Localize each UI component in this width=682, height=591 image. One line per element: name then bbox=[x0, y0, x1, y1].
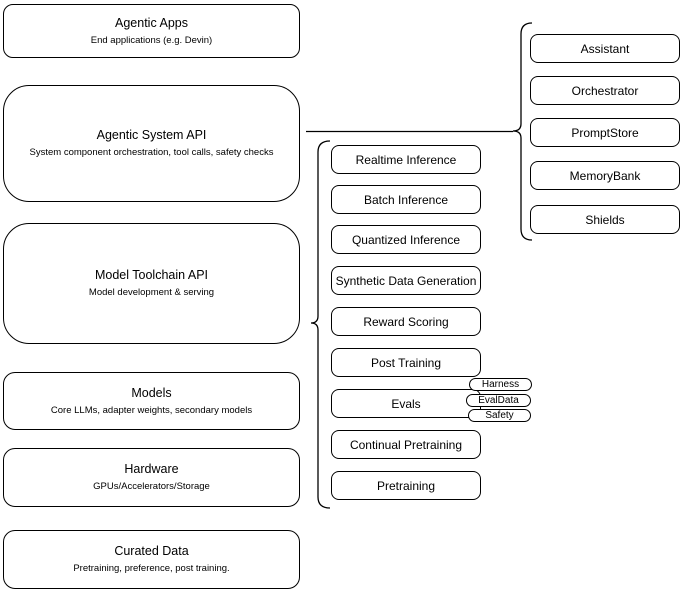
toolchain-item-evals: Evals bbox=[331, 389, 481, 418]
toolchain-item-post-training: Post Training bbox=[331, 348, 481, 377]
toolchain-item-quantized-inference: Quantized Inference bbox=[331, 225, 481, 254]
layer-card-agentic-apps: Agentic Apps End applications (e.g. Devi… bbox=[3, 4, 300, 58]
toolchain-item-continual-pretraining: Continual Pretraining bbox=[331, 430, 481, 459]
component-label: Assistant bbox=[580, 41, 630, 56]
component-label: Shields bbox=[585, 212, 625, 227]
layer-subtitle: End applications (e.g. Devin) bbox=[90, 34, 213, 46]
layer-title: Curated Data bbox=[114, 544, 189, 558]
layer-card-models: Models Core LLMs, adapter weights, secon… bbox=[3, 372, 300, 430]
layer-subtitle: System component orchestration, tool cal… bbox=[29, 147, 274, 158]
toolchain-item-label: Realtime Inference bbox=[355, 152, 457, 167]
toolchain-bracket bbox=[310, 140, 331, 509]
component-label: MemoryBank bbox=[569, 168, 641, 183]
toolchain-item-label: Quantized Inference bbox=[351, 232, 461, 247]
toolchain-item-label: Evals bbox=[391, 396, 421, 411]
layer-title: Model Toolchain API bbox=[94, 268, 209, 282]
toolchain-item-label: Reward Scoring bbox=[363, 314, 449, 329]
layer-card-curated-data: Curated Data Pretraining, preference, po… bbox=[3, 530, 300, 589]
toolchain-item-reward-scoring: Reward Scoring bbox=[331, 307, 481, 336]
layer-card-hardware: Hardware GPUs/Accelerators/Storage bbox=[3, 448, 300, 507]
toolchain-item-label: Pretraining bbox=[376, 478, 436, 493]
layer-subtitle: Model development & serving bbox=[88, 287, 215, 298]
eval-tag-safety: Safety bbox=[468, 409, 531, 422]
toolchain-item-pretraining: Pretraining bbox=[331, 471, 481, 500]
layer-title: Agentic Apps bbox=[115, 15, 188, 30]
eval-tag-label: EvalData bbox=[478, 395, 519, 406]
component-shields: Shields bbox=[530, 205, 680, 234]
component-label: Orchestrator bbox=[571, 83, 639, 98]
eval-tag-evaldata: EvalData bbox=[466, 394, 531, 407]
layer-title: Models bbox=[131, 385, 172, 400]
layer-title: Hardware bbox=[124, 462, 179, 476]
layer-subtitle: Core LLMs, adapter weights, secondary mo… bbox=[50, 404, 253, 416]
toolchain-item-label: Batch Inference bbox=[363, 192, 449, 207]
toolchain-item-synthetic-data-generation: Synthetic Data Generation bbox=[331, 266, 481, 295]
toolchain-item-label: Synthetic Data Generation bbox=[335, 273, 477, 288]
eval-tag-harness: Harness bbox=[469, 378, 532, 391]
toolchain-item-batch-inference: Batch Inference bbox=[331, 185, 481, 214]
layer-card-model-toolchain-api: Model Toolchain API Model development & … bbox=[3, 223, 300, 344]
toolchain-item-label: Post Training bbox=[370, 355, 442, 370]
eval-tag-label: Harness bbox=[481, 379, 520, 390]
toolchain-item-label: Continual Pretraining bbox=[349, 437, 463, 452]
layer-subtitle: GPUs/Accelerators/Storage bbox=[93, 481, 210, 492]
layer-subtitle: Pretraining, preference, post training. bbox=[73, 563, 230, 574]
eval-tag-label: Safety bbox=[485, 410, 514, 421]
component-assistant: Assistant bbox=[530, 34, 680, 63]
component-label: PromptStore bbox=[571, 125, 639, 140]
component-memorybank: MemoryBank bbox=[530, 161, 680, 190]
layer-title: Agentic System API bbox=[96, 128, 207, 142]
component-promptstore: PromptStore bbox=[530, 118, 680, 147]
toolchain-item-realtime-inference: Realtime Inference bbox=[331, 145, 481, 174]
layer-card-agentic-system-api: Agentic System API System component orch… bbox=[3, 85, 300, 202]
component-orchestrator: Orchestrator bbox=[530, 76, 680, 105]
